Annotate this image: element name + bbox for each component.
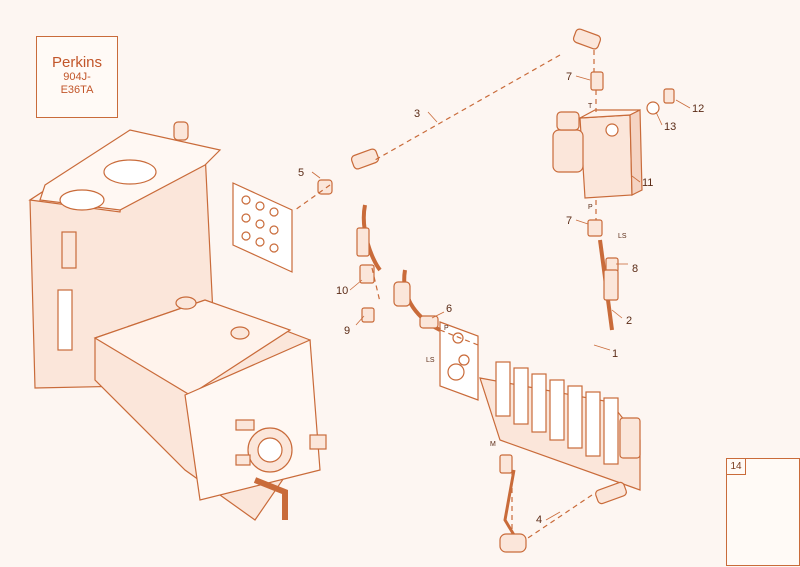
leader-lines: [294, 50, 597, 541]
callout-5: 5: [298, 167, 304, 179]
callout-9: 9: [344, 325, 350, 337]
port-label-p-top: P: [588, 204, 593, 211]
callout-13: 13: [664, 121, 676, 133]
engine-brand: Perkins: [51, 54, 103, 71]
engine-label-box: Perkins 904J- E36TA: [36, 36, 118, 118]
kit-number: 14: [727, 459, 746, 475]
port-label-m: M: [490, 441, 496, 448]
port-label-t: T: [588, 103, 593, 110]
engine-model-line1: 904J-: [63, 71, 91, 83]
callout-8: 8: [632, 263, 638, 275]
callout-12: 12: [692, 103, 704, 115]
port-label-ls-plate: LS: [426, 357, 435, 364]
callout-6: 6: [446, 303, 452, 315]
callout-leaders: [311, 75, 691, 521]
gasket-plate: [232, 182, 293, 273]
port-label-p-plate: P: [444, 325, 449, 332]
callout-7-top: 7: [566, 71, 572, 83]
port-plate: [439, 321, 479, 401]
callout-11: 11: [642, 177, 653, 189]
port-label-ls-top: LS: [618, 233, 627, 240]
valve-bank: [479, 361, 641, 491]
hydraulic-tank: [28, 121, 327, 521]
kit-box: 14: [726, 458, 800, 566]
callout-2: 2: [626, 315, 632, 327]
callout-10: 10: [336, 285, 348, 297]
fittings: [317, 28, 675, 553]
callout-1: 1: [612, 348, 618, 360]
priority-valve: [552, 109, 643, 199]
callout-3: 3: [414, 108, 420, 120]
hoses: [361, 204, 614, 546]
callout-4: 4: [536, 514, 542, 526]
callout-7-lower: 7: [566, 215, 572, 227]
engine-model-line2: E36TA: [60, 84, 94, 96]
